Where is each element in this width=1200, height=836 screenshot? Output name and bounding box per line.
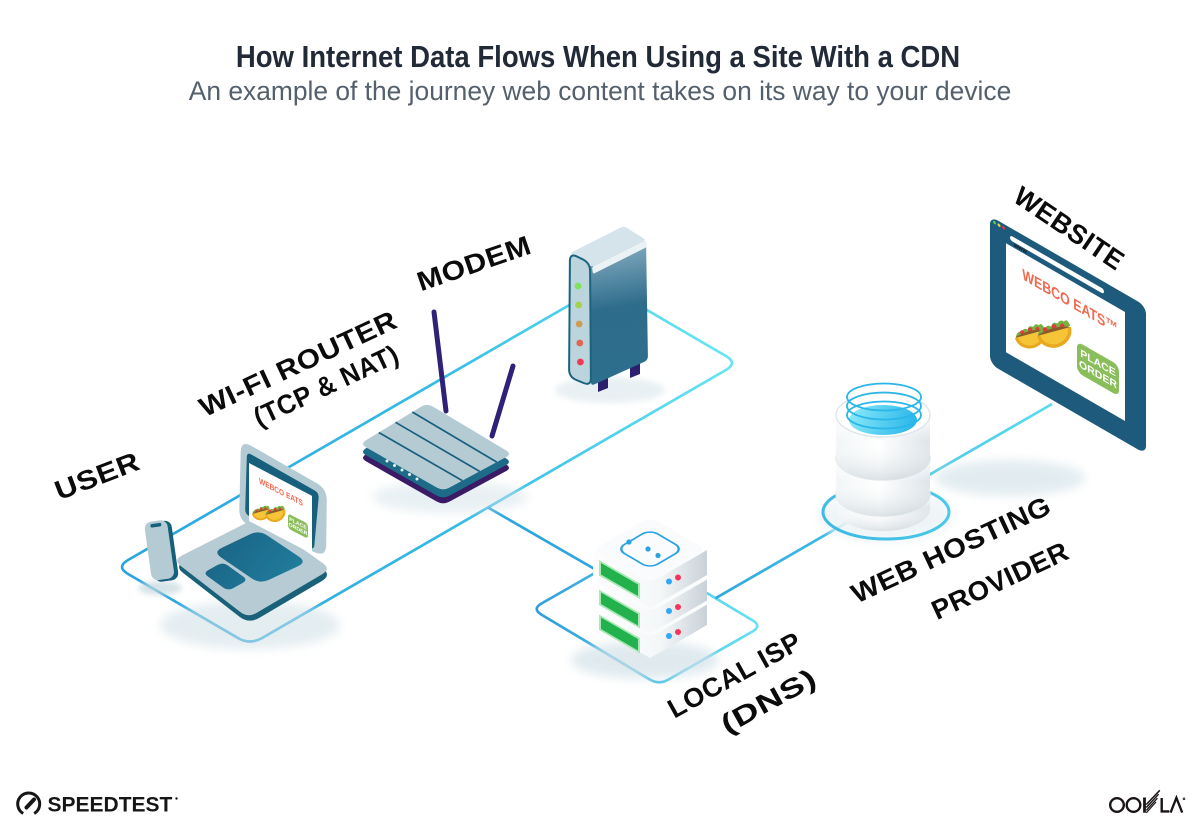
svg-text:An example of the journey web: An example of the journey web content ta… (189, 76, 1011, 106)
svg-text:MODEM: MODEM (413, 230, 535, 297)
svg-text:SPEEDTEST: SPEEDTEST (48, 794, 173, 817)
svg-text:USER: USER (51, 447, 144, 506)
svg-text:How Internet Data Flows When U: How Internet Data Flows When Using a Sit… (236, 40, 960, 75)
